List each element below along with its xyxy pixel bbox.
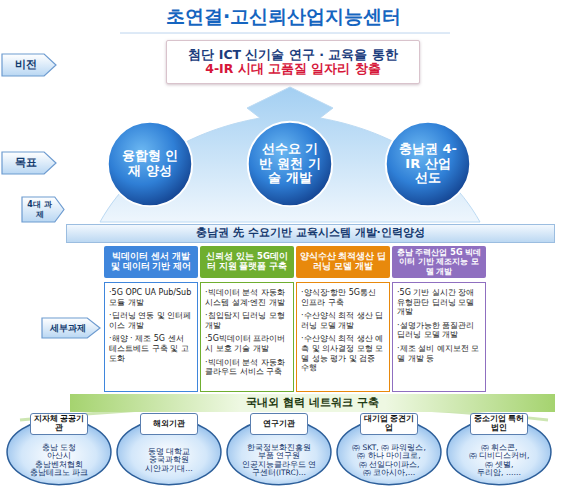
task-title: 신뢰성 있는 5G데이터 지원 플랫폼 구축	[203, 252, 291, 272]
partner-item: 시안과기대…	[145, 465, 193, 473]
partner-item: 충남 도청	[42, 444, 76, 452]
detail-item: ·빅데이터 분석 자동화 시스템 설계·엔진 개발	[205, 288, 289, 307]
detail-item: ·침입탐지 딥러닝 모형 개발	[205, 311, 289, 330]
partner-header: 중소기업 특허법인	[470, 413, 528, 435]
partner-header: 대기업 중견기업	[360, 413, 418, 435]
partner-title: 지자체 공공기관	[33, 415, 85, 433]
detail-item: ·5G 기반 실시간 장애 유형판단 딥러닝 모델 개발	[397, 288, 481, 317]
partner-ellipse: 충남 도청아산시충남벤처협회충남테크노 파크 지자체 공공기관	[6, 418, 112, 486]
partner-ellipse: ㈜ SKT, ㈜ 파워링스,㈜ 하나 마이크로,㈜ 선일다이파스,㈜ 코아시아,…	[336, 418, 442, 486]
partner-title: 중소기업 특허법인	[473, 415, 525, 433]
partner-item: ㈜ 선일다이파스,	[359, 461, 420, 469]
detail-item: ·양식장·항만 5G통신 인프라 구축	[301, 288, 385, 307]
partner-item: 중국과학원	[149, 456, 189, 464]
partner-title: 연구기관	[263, 420, 295, 429]
partner-item: 충남테크노 파크	[30, 469, 88, 477]
partner-item: ㈜ 휘스콘,	[481, 444, 518, 452]
goal-text: 선수요 기반 원천 기술 개발	[259, 142, 321, 187]
title-rule	[120, 33, 450, 34]
partner-item: 부품 연구원	[258, 452, 300, 460]
partner-item: ㈜ SKT, ㈜ 파워링스,	[352, 444, 426, 452]
upward-arrow	[100, 87, 480, 222]
section-tag: 세부과제	[42, 318, 100, 338]
detail-item: ·해양 · 제조 5G 센서 테스트베드 구축 및 고도화	[109, 334, 193, 363]
task-title: 빅데이터 센서 개발 및 데이터 기반 제어	[107, 252, 195, 272]
tag-text: 비전	[15, 59, 37, 72]
detail-item: ·수산양식 최적 생산 딥러닝 모델 개발	[301, 311, 385, 330]
partner-ellipse: 동명 대학교중국과학원시안과기대… 해외기관	[116, 418, 222, 486]
tag-text: 세부과제	[50, 323, 86, 333]
detail-item: ·설명가능한 품질관리 딥러닝 모델 개발	[397, 321, 481, 340]
task-header: 충남 주력산업 5G 빅데이터 기반 제조지능 모델 개발	[392, 246, 486, 278]
partner-item: 인공지능클라우드 연구센터(ITRC)…	[239, 461, 319, 478]
tag-text: 4대 과제	[25, 200, 54, 218]
detail-item: ·5G빅데이터 프라이버시 보호 기술 개발	[205, 334, 289, 353]
task-band: 충남권 先 수요기반 교육시스템 개발·인력양성	[66, 224, 555, 243]
section-tag: 4대 과제	[22, 197, 64, 222]
partner-item: ㈜ 하나 마이크로,	[357, 452, 420, 460]
partner-item: ㈜ 코아시아,…	[363, 469, 415, 477]
vision-text: 첨단 ICT 신기술 연구 · 교육을 통한	[188, 48, 397, 62]
detail-box: ·5G 기반 실시간 장애 유형판단 딥러닝 모델 개발 ·설명가능한 품질관리 …	[392, 282, 486, 392]
section-tag: 목표	[2, 152, 56, 174]
task-header: 신뢰성 있는 5G데이터 지원 플랫폼 구축	[200, 246, 294, 278]
detail-item: ·빅데이터 분석 자동화 클라우드 서비스 구축	[205, 358, 289, 377]
band-text: 충남권 先 수요기반 교육시스템 개발·인력양성	[196, 227, 425, 240]
detail-item: ·수산양식 최적 생산 예측 및 의사결정 모형 모델 성능 평가 및 검증 수…	[301, 334, 385, 372]
goal-circle: 선수요 기반 원천 기술 개발	[246, 120, 334, 208]
vision-box: 첨단 ICT 신기술 연구 · 교육을 통한4-IR 시대 고품질 일자리 창출	[166, 40, 420, 84]
partner-item: 한국정보화진흥원	[247, 444, 311, 452]
partner-ellipse: ㈜ 휘스콘,㈜ 디비디스커버,㈜ 셋별,두리암, …… 중소기업 특허법인	[446, 418, 552, 486]
partner-item: 동명 대학교	[148, 448, 190, 456]
section-tag: 비전	[2, 54, 56, 76]
partner-item: ㈜ 디비디스커버,	[469, 452, 530, 460]
partner-item: ㈜ 셋별,	[485, 461, 514, 469]
task-header: 양식수산 최적생산 딥러닝 모델 개발	[296, 246, 390, 278]
detail-box: ·5G OPC UA Pub/Sub 모듈 개발 ·딥러닝 연동 및 인터페이스 …	[104, 282, 198, 392]
partner-item: 충남벤처협회	[35, 461, 83, 469]
partner-item: 아산시	[47, 452, 71, 460]
detail-box: ·양식장·항만 5G통신 인프라 구축 ·수산양식 최적 생산 딥러닝 모델 개발…	[296, 282, 390, 392]
diagram-title: 초연결·고신뢰산업지능센터	[0, 5, 567, 28]
goal-text: 충남권 4-IR 산업 선도	[397, 142, 459, 187]
task-title: 충남 주력산업 5G 빅데이터 기반 제조지능 모델 개발	[395, 248, 483, 276]
goal-circle: 충남권 4-IR 산업 선도	[384, 120, 472, 208]
tag-text: 목표	[15, 157, 37, 170]
partner-header: 지자체 공공기관	[30, 413, 88, 435]
network-band: 국내외 협력 네트워크 구축	[70, 394, 555, 412]
partner-header: 해외기관	[140, 413, 198, 435]
detail-item: ·딥러닝 연동 및 인터페이스 개발	[109, 311, 193, 330]
detail-box: ·빅데이터 분석 자동화 시스템 설계·엔진 개발 ·침입탐지 딥러닝 모형 개발…	[200, 282, 294, 392]
detail-item: ·5G OPC UA Pub/Sub 모듈 개발	[109, 288, 193, 307]
partner-ellipse: 한국정보화진흥원부품 연구원인공지능클라우드 연구센터(ITRC)… 연구기관	[226, 418, 332, 486]
network-text: 국내외 협력 네트워크 구축	[246, 397, 379, 410]
partner-header: 연구기관	[250, 413, 308, 435]
task-header: 빅데이터 센서 개발 및 데이터 기반 제어	[104, 246, 198, 278]
partner-title: 대기업 중견기업	[363, 415, 415, 433]
partner-title: 해외기관	[153, 420, 185, 429]
detail-item: ·제조 설비 예지보전 모델 개발 등	[397, 344, 481, 363]
vision-text: 4-IR 시대 고품질 일자리 창출	[205, 62, 381, 76]
goal-circle: 융합형 인재 양성	[106, 120, 194, 208]
partner-item: 두리암, ……	[477, 469, 521, 477]
task-title: 양식수산 최적생산 딥러닝 모델 개발	[299, 252, 387, 272]
goal-text: 융합형 인재 양성	[119, 149, 181, 179]
